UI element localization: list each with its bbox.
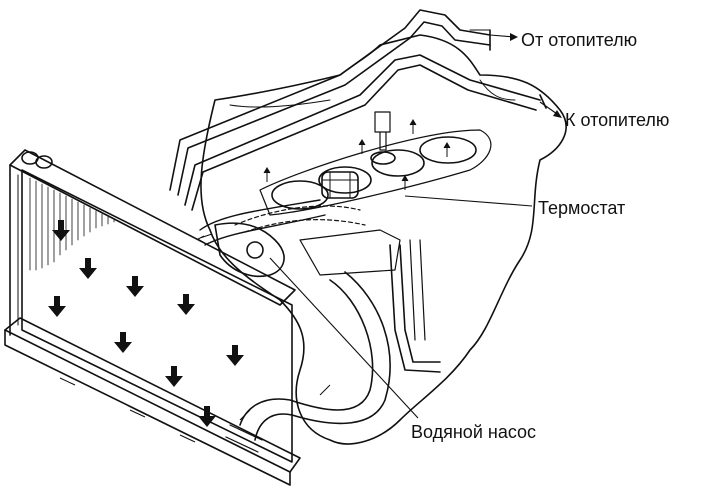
radiator — [4, 149, 301, 486]
label-from-heater: От отопителю — [521, 30, 638, 50]
flow-arrow-icon — [52, 220, 70, 241]
flow-arrow-icon — [198, 406, 216, 427]
water-pump — [214, 222, 285, 277]
engine-block — [200, 34, 567, 445]
flow-arrow-icon — [165, 366, 183, 387]
upper-radiator-hose — [199, 199, 326, 246]
label-thermostat: Термостат — [538, 198, 626, 218]
heater-hose-lower — [184, 54, 541, 206]
label-water-pump: Водяной насос — [411, 422, 537, 442]
radiator-flow-arrows — [48, 220, 244, 427]
flow-arrow-icon — [79, 258, 97, 279]
flow-arrow-icon — [177, 294, 195, 315]
flow-arrow-icon — [226, 345, 244, 366]
flow-arrow-icon — [114, 332, 132, 353]
flow-arrow-icon — [126, 276, 144, 297]
thermostat-housing — [321, 171, 359, 199]
heater-hose-upper — [169, 9, 491, 191]
flow-arrow-icon — [48, 296, 66, 317]
label-to-heater: К отопителю — [565, 110, 670, 130]
lower-radiator-hose — [239, 279, 374, 426]
